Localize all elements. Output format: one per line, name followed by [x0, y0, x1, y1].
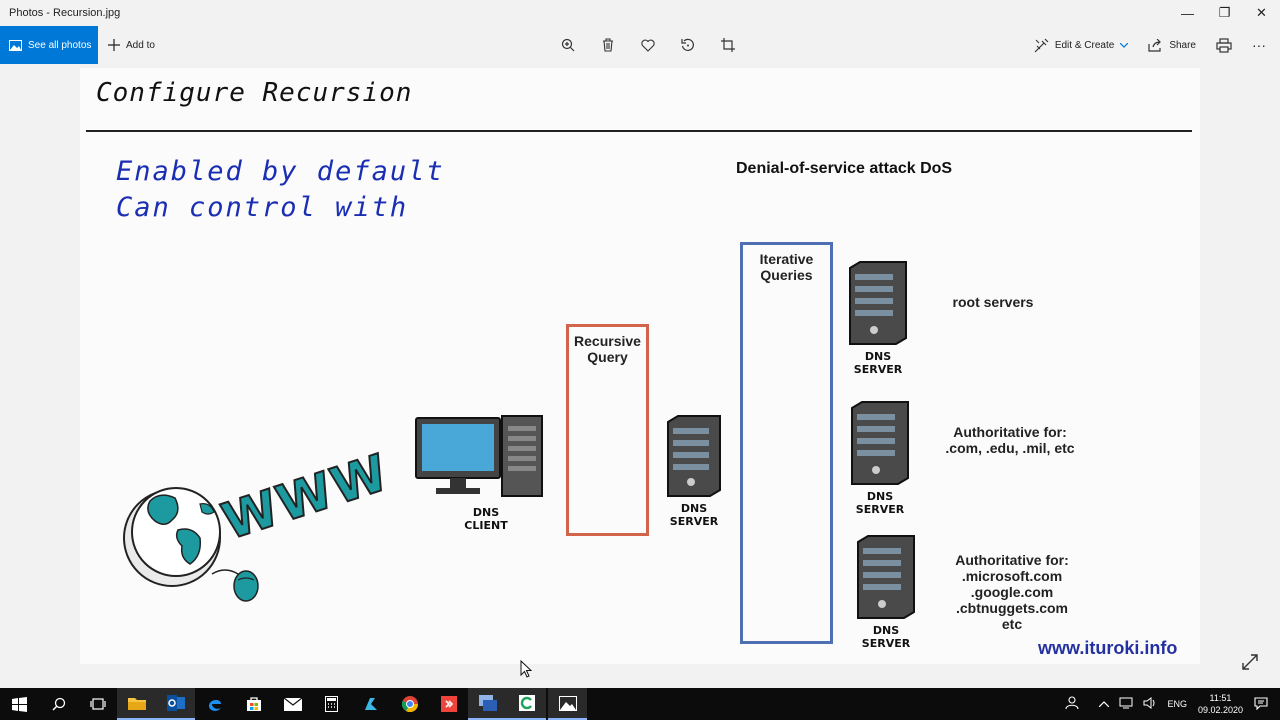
authoritative-server-icon-2 [857, 535, 915, 619]
crop-icon[interactable] [708, 26, 748, 64]
photo-viewer: Configure Recursion Enabled by default C… [0, 64, 1280, 688]
chevron-up-icon[interactable] [1094, 699, 1114, 709]
task-view-icon[interactable] [78, 688, 117, 720]
people-icon[interactable] [1060, 696, 1084, 712]
enabled-by-default-text: Enabled by default [116, 156, 445, 187]
maximize-button[interactable]: ❐ [1218, 5, 1231, 20]
share-icon [1148, 38, 1162, 52]
network-icon[interactable] [1114, 697, 1138, 711]
photos-icon [9, 39, 22, 51]
auth2-title: Authoritative for: [955, 552, 1069, 568]
print-icon [1216, 37, 1232, 53]
authoritative-server-icon-1 [851, 401, 909, 485]
add-to-label: Add to [126, 39, 155, 51]
file-explorer-icon[interactable] [117, 688, 156, 720]
share-label: Share [1169, 39, 1196, 51]
iterative-queries-label: Iterative Queries [759, 251, 814, 283]
system-tray: ENG 11:51 09.02.2020 [1060, 688, 1280, 720]
notifications-icon[interactable] [1249, 696, 1280, 712]
dns-server-label-auth1: DNS SERVER [855, 490, 905, 516]
favorite-icon[interactable] [628, 26, 668, 64]
clock-time: 11:51 [1209, 693, 1232, 703]
dns-client-label: DNS CLIENT [464, 506, 508, 532]
auth1-body: .com, .edu, .mil, etc [945, 440, 1075, 456]
recursive-query-label: Recursive Query [574, 333, 641, 365]
edge-icon[interactable] [195, 688, 234, 720]
dns-server-label-middle: DNS SERVER [669, 502, 719, 528]
recursive-query-box: Recursive Query [566, 324, 649, 536]
calculator-icon[interactable] [312, 688, 351, 720]
rotate-icon[interactable] [668, 26, 708, 64]
edit-create-label: Edit & Create [1054, 39, 1115, 51]
auth2-line: .google.com [970, 584, 1054, 600]
see-all-photos-label: See all photos [28, 39, 92, 51]
close-button[interactable]: ✕ [1256, 5, 1267, 20]
print-button[interactable] [1206, 26, 1242, 64]
dns-server-label-root: DNS SERVER [853, 350, 903, 376]
start-icon[interactable] [0, 688, 39, 720]
toolbar: See all photos Add to Edit & Create Shar… [0, 26, 1280, 64]
share-button[interactable]: Share [1138, 26, 1206, 64]
iterative-queries-box: Iterative Queries [740, 242, 833, 644]
zoom-icon[interactable] [548, 26, 588, 64]
auth2-line: etc [1001, 616, 1023, 632]
add-to-button[interactable]: Add to [108, 26, 155, 64]
taskbar: ENG 11:51 09.02.2020 [0, 688, 1280, 720]
delete-icon[interactable] [588, 26, 628, 64]
azure-icon[interactable] [351, 688, 390, 720]
auth1-title: Authoritative for: [953, 424, 1067, 440]
authoritative-note-1: Authoritative for: .com, .edu, .mil, etc [930, 424, 1090, 456]
see-all-photos-button[interactable]: See all photos [0, 26, 98, 64]
clock[interactable]: 11:51 09.02.2020 [1192, 692, 1249, 716]
chevron-down-icon [1120, 42, 1129, 48]
outlook-icon[interactable] [156, 688, 195, 720]
search-icon[interactable] [39, 688, 78, 720]
auth2-line: .microsoft.com [961, 568, 1063, 584]
dns-server-icon [667, 415, 721, 497]
more-options-button[interactable]: ··· [1252, 37, 1266, 53]
window-controls: — ❐ ✕ [1169, 0, 1280, 26]
anydesk-icon[interactable] [429, 688, 468, 720]
dns-server-label-auth2: DNS SERVER [861, 624, 911, 650]
slide-title: Configure Recursion [96, 78, 413, 108]
chrome-icon[interactable] [390, 688, 429, 720]
root-servers-note: root servers [952, 294, 1034, 310]
volume-icon[interactable] [1138, 697, 1162, 711]
camtasia-icon[interactable] [507, 688, 546, 720]
edit-icon [1034, 38, 1049, 52]
store-icon[interactable] [234, 688, 273, 720]
plus-icon [108, 39, 120, 51]
clock-date: 09.02.2020 [1197, 705, 1243, 715]
mouse-cursor-icon [520, 660, 532, 678]
edit-create-button[interactable]: Edit & Create [1024, 26, 1138, 64]
dns-client-computer-icon [415, 415, 543, 497]
photo-tools [548, 26, 748, 64]
minimize-button[interactable]: — [1181, 5, 1194, 21]
root-server-icon [849, 261, 907, 345]
title-bar: Photos - Recursion.jpg — ❐ ✕ [0, 0, 1280, 26]
rdp-icon[interactable] [468, 688, 507, 720]
window-title: Photos - Recursion.jpg [9, 7, 121, 19]
dos-heading: Denial-of-service attack DoS [736, 160, 953, 177]
auth2-line: .cbtnuggets.com [955, 600, 1068, 616]
expand-icon[interactable] [1240, 652, 1260, 672]
can-control-with-text: Can control with [116, 192, 409, 223]
language-indicator[interactable]: ENG [1167, 699, 1187, 709]
title-divider [86, 130, 1192, 132]
right-tools: Edit & Create Share ··· [1024, 26, 1280, 64]
watermark: www.ituroki.info [1038, 638, 1178, 658]
mail-icon[interactable] [273, 688, 312, 720]
slide-image: Configure Recursion Enabled by default C… [80, 68, 1200, 664]
photos-app-icon[interactable] [548, 688, 587, 720]
globe-icon [123, 487, 259, 602]
authoritative-note-2: Authoritative for: .microsoft.com .googl… [934, 552, 1090, 632]
